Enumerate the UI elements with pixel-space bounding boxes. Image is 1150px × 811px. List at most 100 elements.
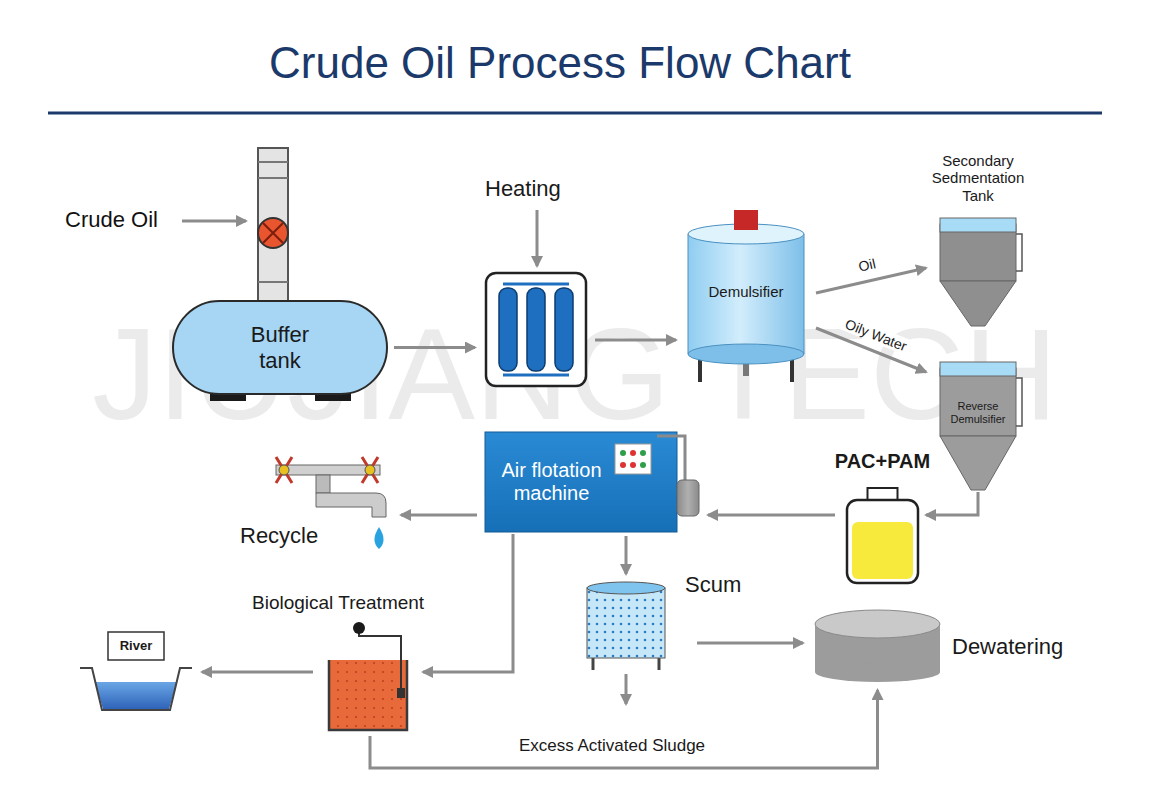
aerator-pipe <box>359 628 401 690</box>
vessel-side <box>688 234 689 354</box>
heat-arrow <box>536 210 539 266</box>
flow-arrow <box>926 492 978 515</box>
scum-drain-arrow <box>625 674 628 704</box>
node-outline <box>485 272 587 387</box>
node-outline <box>815 610 940 682</box>
machine-tank <box>677 480 699 516</box>
exchanger-tube <box>555 288 573 371</box>
tank-body <box>940 368 1016 436</box>
panel-light <box>620 450 626 456</box>
node-heading-holder: PAC+PAM <box>815 450 950 473</box>
flow-arrow <box>625 536 628 574</box>
river-bank <box>80 668 192 710</box>
river-sign <box>108 632 164 660</box>
valve-symbol <box>258 218 288 248</box>
tank-body <box>173 301 387 394</box>
node-outline <box>686 222 806 382</box>
node-text-box: River <box>109 639 163 654</box>
tank-body <box>940 224 1016 281</box>
exchanger-tube <box>527 288 545 371</box>
node-text-box: Buffer tank <box>235 322 325 373</box>
tank-leg <box>592 658 595 670</box>
inlet-pipe <box>258 148 288 302</box>
pipe-flange <box>258 161 288 163</box>
node-heading: Biological Treatment <box>252 592 424 614</box>
beaker-body <box>329 660 407 730</box>
node-outline <box>585 580 667 670</box>
scum-tank: Scum <box>585 580 667 670</box>
air-flotation-machine: Air flotation machine <box>485 432 700 532</box>
control-panel <box>615 444 651 474</box>
river-water <box>95 682 177 709</box>
panel-light <box>640 450 646 456</box>
node-heading-holder: Biological Treatment <box>252 592 424 614</box>
flow-arrow <box>423 534 513 672</box>
reverse-demulsifier-tank: Reverse Demulsifier <box>940 362 1016 490</box>
tank-liquid <box>940 362 1016 376</box>
faucet-pipe <box>276 465 380 475</box>
flow-arrow <box>202 671 313 674</box>
tank-cone <box>940 281 1016 326</box>
node-text-box: Reverse Demulsifier <box>942 400 1014 425</box>
node-outline <box>845 488 920 585</box>
node-label: Reverse Demulsifier <box>942 400 1014 425</box>
flow-arrow <box>595 339 676 342</box>
panel-light <box>630 450 636 456</box>
node-outline <box>940 218 1016 326</box>
pipe-flange <box>258 281 288 283</box>
node-label: Buffer tank <box>235 322 325 373</box>
flow-arrow <box>401 514 477 517</box>
vessel-leg <box>790 358 794 382</box>
faucet-spout <box>316 493 386 517</box>
node-outline <box>940 362 1016 490</box>
pipe-flange <box>258 177 288 179</box>
panel-light <box>640 462 646 468</box>
flow-arrow <box>708 514 835 517</box>
machine-body <box>485 432 677 532</box>
faucet-valve <box>362 457 378 483</box>
machine-pipe <box>657 436 685 480</box>
dosing-bottle: PAC+PAM <box>845 488 920 585</box>
panel-light <box>630 462 636 468</box>
edge-label-holder: Oil <box>867 265 890 281</box>
exchanger-frame <box>486 273 586 386</box>
node-outline <box>268 455 393 575</box>
flow-arrow <box>394 346 475 349</box>
flow-arrow <box>370 690 878 768</box>
node-heading: Recycle <box>240 523 318 548</box>
node-heading: PAC+PAM <box>815 450 950 473</box>
node-heading-holder: Recycle <box>240 523 318 548</box>
node-heading: Scum <box>685 572 741 597</box>
exchanger-tube <box>499 288 517 371</box>
node-text-box: Air flotation machine <box>485 459 618 505</box>
tank-leg <box>658 658 661 670</box>
node-heading: Dewatering <box>952 634 1063 659</box>
faucet-valve <box>276 457 292 483</box>
node-heading-holder: Heating <box>485 176 595 201</box>
level-gauge <box>1016 378 1022 426</box>
recycle-faucet: Recycle <box>268 455 393 575</box>
vessel-bottom <box>688 344 804 364</box>
demulsifier-vessel: Demulsifier <box>686 222 806 382</box>
level-gauge <box>1016 234 1022 271</box>
sedimentation-tank: Secondary Sedmentation Tank <box>940 218 1016 326</box>
node-text-box: Demulsifier <box>690 283 802 300</box>
heat-exchanger: Heating <box>485 272 587 387</box>
bottle-liquid <box>852 522 913 579</box>
water-drop <box>375 527 384 549</box>
vessel-side <box>804 234 805 354</box>
diagram-title: Crude Oil Process Flow Chart <box>60 38 1060 89</box>
node-outline <box>325 650 415 732</box>
faucet-valve-hub <box>279 465 289 475</box>
node-heading-holder: Scum <box>685 572 741 597</box>
node-label: River <box>109 639 163 654</box>
faucet-valve-hub <box>365 465 375 475</box>
dewatering-drum: Dewatering <box>815 610 940 682</box>
node-label: Demulsifier <box>690 283 802 300</box>
vessel-cap <box>734 210 758 230</box>
vessel-leg <box>698 358 702 382</box>
panel-light <box>620 462 626 468</box>
label-holder: Crude Oil <box>65 207 158 232</box>
aerator-bulb <box>353 622 365 634</box>
